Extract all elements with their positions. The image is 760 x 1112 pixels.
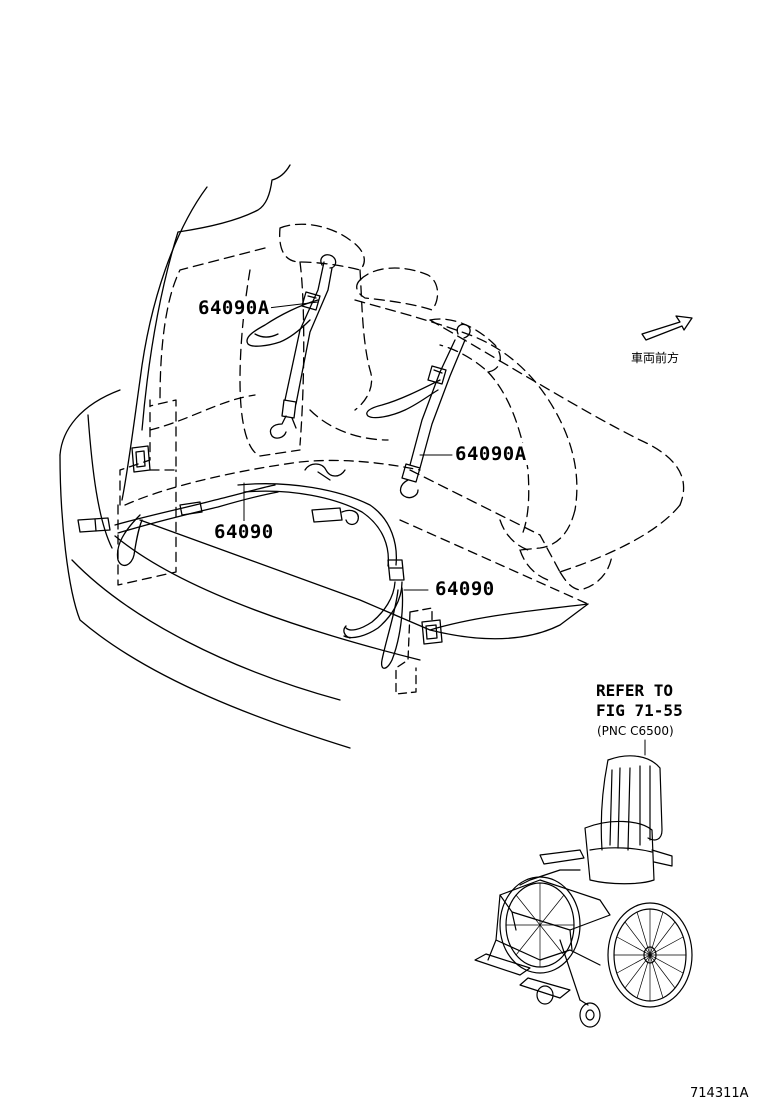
reference-line-2: FIG 71-55 (596, 701, 683, 720)
callout-64090-left: 64090 (213, 521, 275, 543)
strap-64090-right (237, 483, 405, 669)
callout-64090a-left: 64090A (197, 297, 271, 319)
reference-pnc: (PNC C6500) (597, 724, 674, 738)
reference-line-1: REFER TO (596, 681, 674, 700)
forward-direction-arrow (641, 315, 693, 341)
wheelchair-illustration (474, 755, 693, 1028)
strap-64090-left (77, 463, 359, 567)
vehicle-body-outline (59, 164, 589, 749)
wheel-spokes (505, 882, 687, 1002)
callout-64090-right: 64090 (434, 578, 496, 600)
figure-id: 714311A (690, 1086, 749, 1101)
strap-64090a-right (366, 323, 471, 499)
callout-64090a-right: 64090A (454, 443, 528, 465)
leader-lines (243, 301, 646, 756)
forward-direction-label: 車両前方 (631, 351, 680, 365)
strap-64090a-left (246, 254, 337, 439)
